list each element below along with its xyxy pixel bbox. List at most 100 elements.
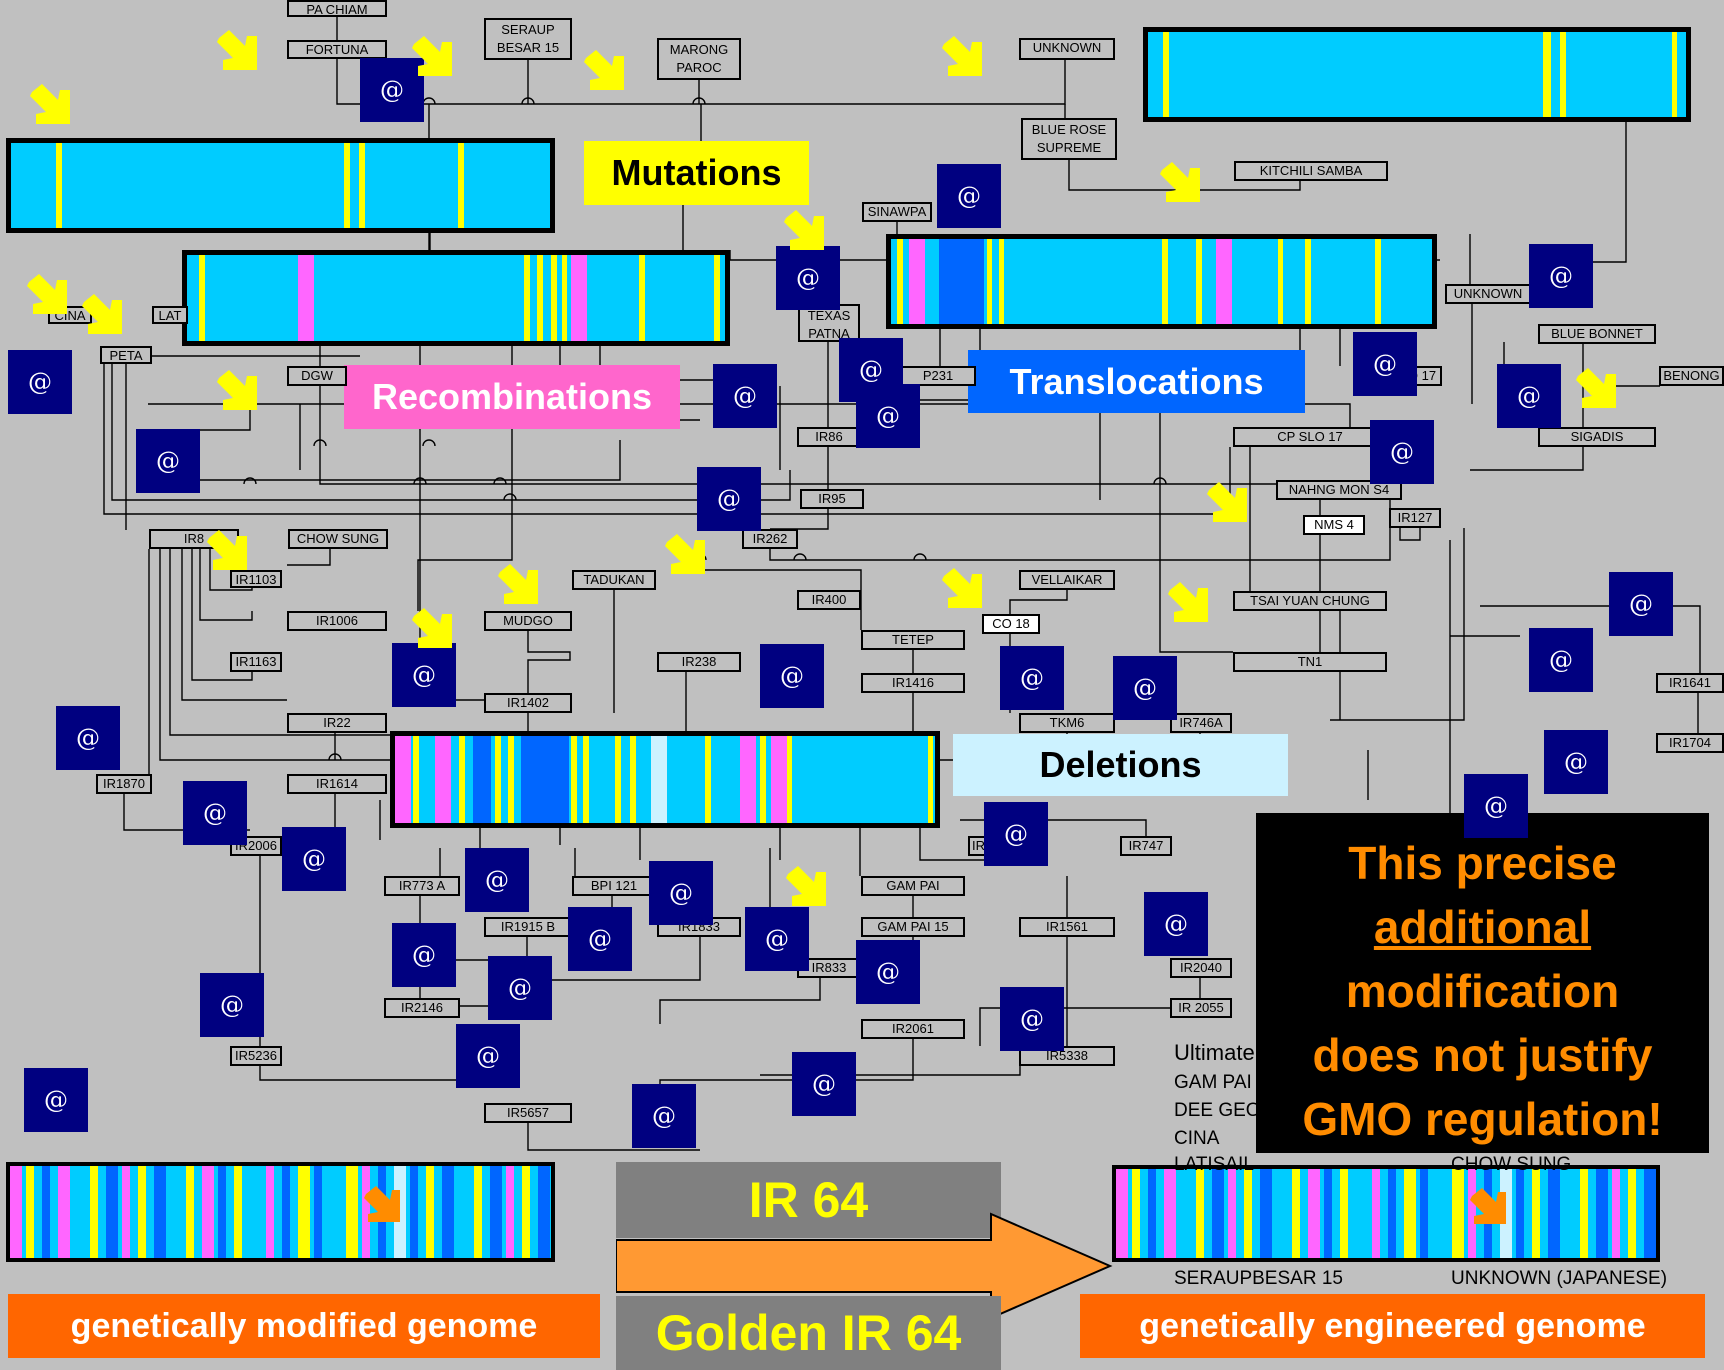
chromosome-band xyxy=(771,736,787,823)
variety-ir5236: IR5236 xyxy=(230,1046,282,1066)
at-marker-31: @ xyxy=(488,956,552,1020)
chromosome-band xyxy=(1356,1169,1368,1258)
yellow-arrow-icon xyxy=(1168,582,1208,622)
variety-ir1614: IR1614 xyxy=(287,774,387,794)
chromosome-band xyxy=(26,1166,34,1258)
variety-ir2146: IR2146 xyxy=(384,998,460,1018)
chromosome-band xyxy=(506,1166,514,1258)
chromosome-band xyxy=(1162,239,1168,324)
chromosome-band xyxy=(442,1166,454,1258)
gm-genome-banner: genetically modified genome xyxy=(8,1294,600,1358)
at-marker-10: @ xyxy=(136,429,200,493)
variety-bluerose: BLUE ROSE SUPREME xyxy=(1021,118,1117,160)
crossover-hop xyxy=(313,439,327,447)
variety-ir773: IR773 A xyxy=(384,876,460,896)
chromosome-band xyxy=(10,1166,22,1258)
variety-tetep: TETEP xyxy=(861,630,965,650)
pedigree-line xyxy=(1470,447,1584,471)
variety-ir5657: IR5657 xyxy=(484,1103,572,1123)
chromosome-band xyxy=(987,239,992,324)
pedigree-line xyxy=(181,549,287,701)
variety-ir400: IR400 xyxy=(797,590,861,610)
chromosome-band xyxy=(106,1166,118,1258)
orange-arrow-icon xyxy=(364,1186,400,1222)
variety-cpslo: CP SLO 17 xyxy=(1233,427,1387,447)
chromosome-band xyxy=(928,736,933,823)
chromosome-band xyxy=(1580,1169,1588,1258)
variety-dgw: DGW xyxy=(287,366,347,386)
chromosome-band xyxy=(458,143,464,228)
yellow-arrow-icon xyxy=(786,866,826,906)
variety-benong: BENONG xyxy=(1659,366,1724,386)
pedigree-line xyxy=(527,1123,700,1151)
variety-nahng: NAHNG MON S4 xyxy=(1276,480,1402,500)
chromosome-band xyxy=(282,1166,290,1258)
at-marker-1: @ xyxy=(937,164,1001,228)
at-marker-34: @ xyxy=(1000,987,1064,1051)
variety-ir5338: IR5338 xyxy=(1019,1046,1115,1066)
chromosome-band xyxy=(346,1166,358,1258)
unknown-japanese-caption: UNKNOWN (JAPANESE) xyxy=(1451,1268,1668,1289)
yellow-arrow-icon xyxy=(665,534,705,574)
chromosome-band xyxy=(651,736,667,823)
variety-lat: LAT xyxy=(152,306,188,324)
chromosome-band xyxy=(314,1166,322,1258)
at-marker-37: @ xyxy=(24,1068,88,1132)
at-marker-30: @ xyxy=(568,907,632,971)
chromosome-band xyxy=(90,1166,98,1258)
crossover-hop xyxy=(793,553,807,561)
chromosome-band xyxy=(1372,1169,1380,1258)
at-marker-4: @ xyxy=(8,350,72,414)
gmo-statement-box: This precise additional modification doe… xyxy=(1256,813,1709,1153)
at-marker-7: @ xyxy=(856,384,920,448)
pedigree-line xyxy=(287,549,331,566)
chromosome-band xyxy=(537,255,543,341)
variety-ir1402: IR1402 xyxy=(484,693,572,713)
variety-gampai15: GAM PAI 15 xyxy=(861,917,965,937)
chromosome-band xyxy=(234,1166,242,1258)
chromosome-band xyxy=(266,1166,274,1258)
variety-gampai: GAM PAI xyxy=(861,876,965,896)
chromosome-band xyxy=(495,736,501,823)
chromosome-band xyxy=(1436,1169,1444,1258)
variety-marong: MARONG PAROC xyxy=(657,38,741,80)
crossover-hop xyxy=(503,493,517,501)
at-marker-3: @ xyxy=(1529,244,1593,308)
chromosome-band xyxy=(508,736,514,823)
variety-ir833: IR833 xyxy=(797,958,861,978)
chromosome-band xyxy=(298,1166,310,1258)
chromosome-band xyxy=(939,239,984,324)
chromosome-band xyxy=(154,1166,166,1258)
chromosome-band xyxy=(705,736,711,823)
crossover-hop xyxy=(422,97,436,105)
variety-pachiam: PA CHIAM xyxy=(287,0,387,17)
chromosome-band xyxy=(551,255,557,341)
chromosome-band xyxy=(630,736,636,823)
chromosome-band xyxy=(1532,1169,1540,1258)
variety-ir1103: IR1103 xyxy=(230,570,282,588)
chromosome-band xyxy=(1260,1169,1272,1258)
yellow-arrow-icon xyxy=(1207,482,1247,522)
yellow-arrow-icon xyxy=(412,36,452,76)
pedigree-line xyxy=(199,549,253,621)
crossover-hop xyxy=(521,97,535,105)
variety-unknown2: UNKNOWN xyxy=(1445,284,1531,304)
at-marker-13: @ xyxy=(1609,572,1673,636)
statement-line-4: does not justify xyxy=(1312,1029,1653,1081)
pedigree-line xyxy=(527,631,571,693)
orange-arrow-icon xyxy=(1470,1188,1506,1224)
chromosome-band xyxy=(1340,1169,1348,1258)
cina-text: CINA xyxy=(1174,1128,1220,1149)
chromosome-band xyxy=(473,736,491,823)
at-marker-5: @ xyxy=(713,364,777,428)
chromosome-translocation xyxy=(886,234,1437,329)
chromosome-band xyxy=(1548,1169,1560,1258)
chromosome-band xyxy=(344,143,350,228)
at-marker-38: @ xyxy=(632,1084,696,1148)
chromosome-band xyxy=(186,1166,194,1258)
chromosome-top-right xyxy=(1143,27,1691,122)
chromosome-band xyxy=(571,736,577,823)
translocations-label: Translocations xyxy=(968,350,1305,413)
chromosome-band xyxy=(1308,1169,1320,1258)
at-marker-21: @ xyxy=(1464,774,1528,838)
